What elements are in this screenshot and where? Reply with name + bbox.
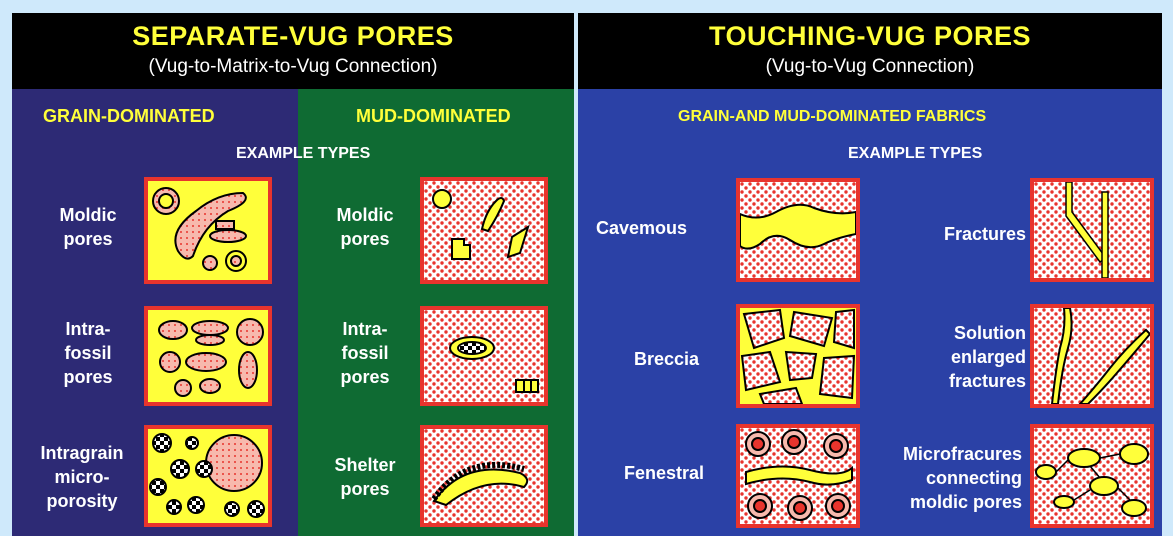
cavemous-illustration [736, 178, 860, 282]
label-breccia: Breccia [634, 347, 734, 371]
touching-vug-header: TOUCHING-VUG PORES (Vug-to-Vug Connectio… [578, 13, 1162, 89]
touching-vug-subtitle: (Vug-to-Vug Connection) [578, 56, 1162, 78]
grain-and-mud-heading: GRAIN-AND MUD-DOMINATED FABRICS [678, 108, 986, 126]
touching-example-types: EXAMPLE TYPES [848, 145, 982, 163]
separate-vug-subtitle: (Vug-to-Matrix-to-Vug Connection) [12, 56, 574, 78]
label-cavemous: Cavemous [596, 216, 736, 240]
microfractures-connecting-moldic-pores-illustration [1030, 424, 1154, 528]
moldic-pores-grain-illustration [144, 177, 272, 284]
intrafossil-pores-mud-illustration [420, 306, 548, 406]
shelter-pores-illustration [420, 425, 548, 527]
fenestral-illustration [736, 424, 860, 528]
intrafossil-pores-grain-illustration [144, 306, 272, 406]
separate-example-types: EXAMPLE TYPES [236, 145, 370, 163]
separate-vug-title: SEPARATE-VUG PORES [12, 13, 574, 52]
mud-dominated-heading: MUD-DOMINATED [356, 106, 511, 127]
moldic-pores-mud-illustration [420, 177, 548, 284]
separate-vug-header: SEPARATE-VUG PORES (Vug-to-Matrix-to-Vug… [12, 13, 574, 89]
intragrain-microporosity-illustration [144, 425, 272, 527]
breccia-illustration [736, 304, 860, 408]
solution-enlarged-fractures-illustration [1030, 304, 1154, 408]
label-fenestral: Fenestral [624, 461, 734, 485]
touching-vug-title: TOUCHING-VUG PORES [578, 13, 1162, 52]
grain-dominated-heading: GRAIN-DOMINATED [43, 106, 215, 127]
label-fractures: Fractures [906, 222, 1026, 246]
fractures-illustration [1030, 178, 1154, 282]
